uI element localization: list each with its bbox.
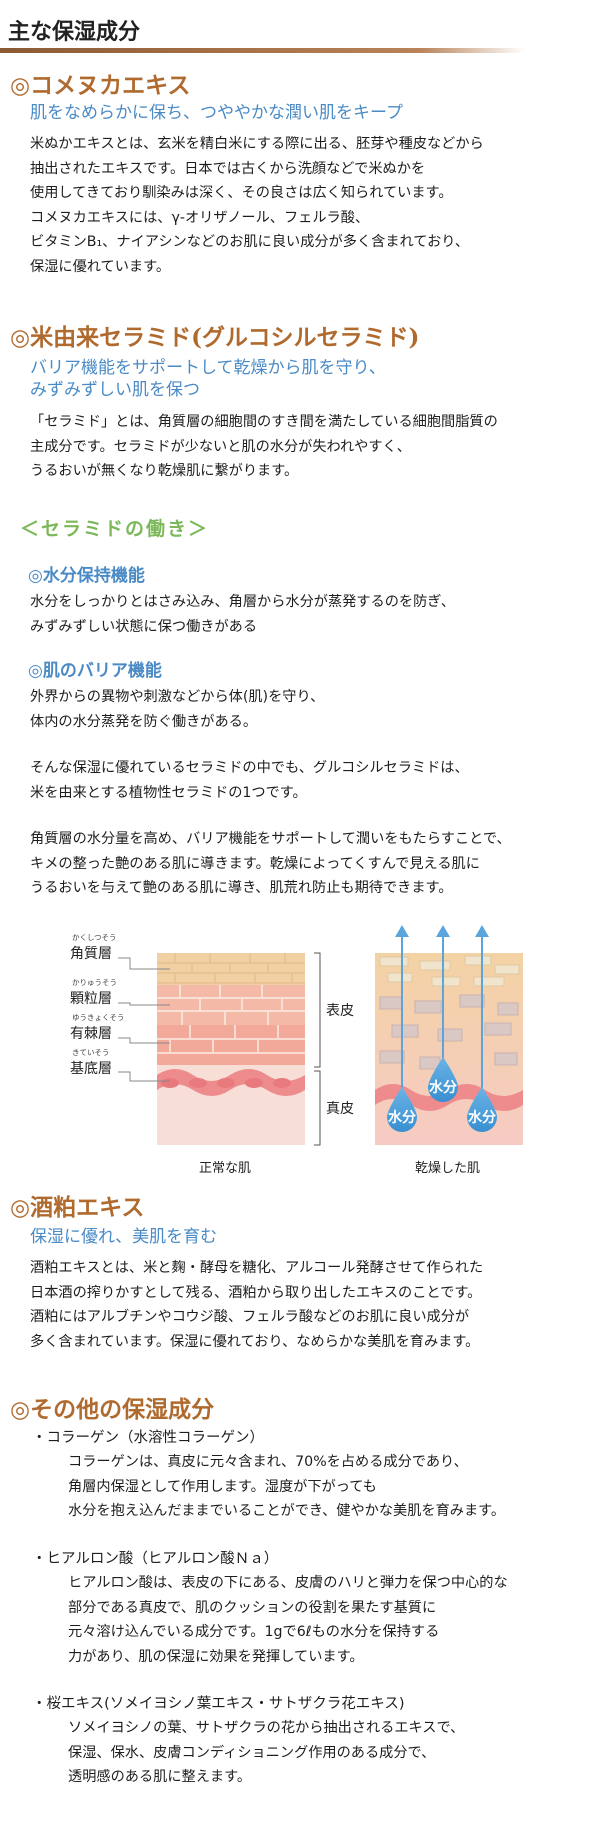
item-hyaluronic-title: ・ヒアルロン酸（ヒアルロン酸Ｎａ） <box>32 1551 279 1567</box>
label-stratum-basale: 基底層 <box>70 1060 112 1077</box>
moisture-retention-heading: ◎水分保持機能 <box>28 566 145 586</box>
ruby-stratum-corneum: かくしつそう <box>72 933 117 942</box>
label-stratum-spinosum: 有棘層 <box>70 1026 112 1042</box>
water-label-middle: 水分 <box>429 1079 457 1096</box>
ceramide-paragraph-2: 角質層の水分量を高め、バリア機能をサポートして潤いをもたらすことで、 キメの整っ… <box>30 831 511 896</box>
item-hyaluronic-body: ヒアルロン酸は、表皮の下にある、皮膚のハリと弾力を保つ中心的な 部分である真皮で… <box>68 1575 508 1665</box>
section-title-rice-bran: ◎コメヌカエキス <box>10 72 191 99</box>
skin-layer-diagram: かくしつそう 角質層 かりゅうそう 顆粒層 ゆうきょくそう 有棘層 きていそう … <box>70 925 540 1180</box>
layer-brackets <box>314 952 321 1146</box>
barrier-function-heading: ◎肌のバリア機能 <box>28 661 162 681</box>
ruby-stratum-spinosum: ゆうきょくそう <box>72 1013 125 1022</box>
section-subtitle-ceramide-1: バリア機能をサポートして乾燥から肌を守り、 <box>30 358 386 378</box>
section-title-sake-lees: ◎酒粕エキス <box>10 1194 145 1221</box>
section-subtitle-rice-bran: 肌をなめらかに保ち、つややかな潤い肌をキープ <box>30 103 403 123</box>
barrier-function-body: 外界からの異物や刺激などから体(肌)を守り、 体内の水分蒸発を防ぐ働きがある。 <box>30 689 325 730</box>
section-body-rice-bran: 米ぬかエキスとは、玄米を精白米にする際に出る、胚芽や種皮などから 抽出されたエキ… <box>30 136 484 275</box>
label-stratum-granulosum: 顆粒層 <box>70 991 112 1007</box>
moisture-retention-body: 水分をしっかりとはさみ込み、角層から水分が蒸発するのを防ぎ、 みずみずしい状態に… <box>30 594 455 635</box>
ruby-stratum-granulosum: かりゅうそう <box>72 978 117 987</box>
section-title-others: ◎その他の保湿成分 <box>10 1396 215 1423</box>
section-body-ceramide: 「セラミド」とは、角質層の細胞間のすき間を満たしている細胞間脂質の 主成分です。… <box>30 414 498 479</box>
label-stratum-corneum: 角質層 <box>70 946 112 962</box>
label-epidermis: 表皮 <box>326 1003 354 1019</box>
section-subtitle-ceramide-2: みずみずしい肌を保つ <box>30 380 200 400</box>
normal-skin-illustration <box>118 953 305 1145</box>
water-label-right: 水分 <box>468 1109 496 1126</box>
item-collagen-body: コラーゲンは、真皮に元々含まれ、70%を占める成分であり、 角層内保湿として作用… <box>68 1454 506 1519</box>
layer-labels: かくしつそう 角質層 かりゅうそう 顆粒層 ゆうきょくそう 有棘層 きていそう … <box>70 933 125 1077</box>
section-subtitle-sake-lees: 保湿に優れ、美肌を育む <box>30 1227 218 1247</box>
water-label-left: 水分 <box>388 1109 416 1126</box>
label-dermis: 真皮 <box>326 1101 354 1117</box>
caption-dry-skin: 乾燥した肌 <box>415 1161 480 1176</box>
ceramide-work-heading: ＜セラミドの働き＞ <box>20 518 210 540</box>
item-sakura-title: ・桜エキス(ソメイヨシノ葉エキス・サトザクラ花エキス) <box>32 1696 405 1712</box>
title-underline <box>0 48 525 53</box>
section-title-ceramide: ◎米由来セラミド(グルコシルセラミド) <box>10 324 420 351</box>
ceramide-paragraph-1: そんな保湿に優れているセラミドの中でも、グルコシルセラミドは、 米を由来とする植… <box>30 760 469 801</box>
section-body-sake-lees: 酒粕エキスとは、米と麹・酵母を糖化、アルコール発酵させて作られた 日本酒の搾りか… <box>30 1260 484 1350</box>
item-sakura-body: ソメイヨシノの葉、サトザクラの花から抽出されるエキスで、 保湿、保水、皮膚コンデ… <box>68 1720 465 1785</box>
item-collagen-title: ・コラーゲン（水溶性コラーゲン） <box>32 1430 264 1446</box>
caption-normal-skin: 正常な肌 <box>199 1161 251 1176</box>
page-title: 主な保湿成分 <box>8 19 141 45</box>
dry-skin-illustration <box>375 925 523 1145</box>
ruby-stratum-basale: きていそう <box>72 1048 110 1057</box>
